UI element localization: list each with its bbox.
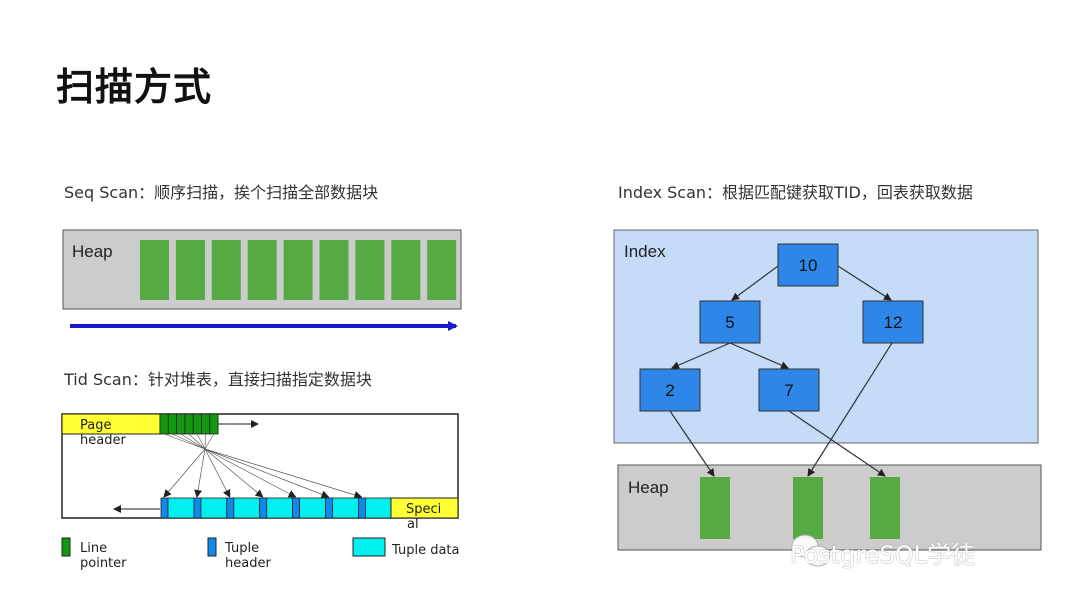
tuple-data <box>299 497 326 519</box>
pointer-arrow <box>163 448 206 498</box>
legend-label-tuple-header-2: header <box>225 556 271 571</box>
pointer-arrow <box>204 448 330 499</box>
heap-block <box>175 240 205 300</box>
tuple-header <box>160 497 169 519</box>
index-scan-caption: Index Scan：根据匹配键获取TID，回表获取数据 <box>618 183 973 202</box>
pointer-arrow <box>204 448 231 498</box>
tuple-data <box>233 497 261 519</box>
pointer-fan <box>180 433 206 450</box>
special-label-2: al <box>407 517 419 532</box>
node-value: 12 <box>884 313 903 332</box>
tuple-header <box>357 497 366 519</box>
heap-block <box>247 240 277 300</box>
line-pointer <box>159 413 169 435</box>
tree-node-5: 5 <box>699 300 761 344</box>
heap-block <box>319 240 349 300</box>
node-value: 7 <box>784 381 793 400</box>
pointer-arrow <box>204 448 264 498</box>
tree-node-7: 7 <box>758 368 820 412</box>
wechat-icon <box>791 534 831 567</box>
tuple-header <box>259 497 268 519</box>
tuple-data <box>200 497 228 519</box>
pointer-fan <box>204 433 215 450</box>
tuple-data <box>266 497 294 519</box>
tree-nodes: 10 5 12 2 7 <box>639 243 924 412</box>
tree-node-12: 12 <box>862 300 924 344</box>
page-header-label: Page <box>80 418 111 433</box>
legend-swatch-tuple-header <box>207 537 217 557</box>
tuple-header <box>325 497 333 519</box>
line-pointer <box>184 413 194 435</box>
index-heap-label: Heap <box>628 478 669 497</box>
page-header-label-2: header <box>80 433 126 448</box>
heap-block <box>870 477 900 539</box>
index-heap: Heap <box>617 464 1042 551</box>
legend-swatch-line-pointer <box>61 537 71 557</box>
heap-block <box>793 477 823 539</box>
heap-block <box>391 240 421 300</box>
pointer-fan <box>188 433 206 450</box>
line-pointer <box>209 413 219 435</box>
node-value: 10 <box>799 256 818 275</box>
node-value: 2 <box>665 381 674 400</box>
line-pointer <box>192 413 202 435</box>
legend-label-tuple-header: Tuple <box>224 541 259 556</box>
pointer-arrow <box>204 448 363 499</box>
pointer-fan <box>196 433 206 450</box>
legend-swatch-tuple-data <box>352 537 386 557</box>
heap-block <box>211 240 241 300</box>
line-pointer <box>201 413 211 435</box>
seq-heap: Heap <box>62 229 462 310</box>
tid-page: Page header Speci al <box>61 413 459 532</box>
seq-heap-label: Heap <box>72 242 113 261</box>
heap-block <box>427 240 457 300</box>
pointer-arrow <box>204 448 297 498</box>
tuple-header <box>292 497 301 519</box>
watermark: PostgreSQL学徒 <box>790 541 976 569</box>
heap-block <box>700 477 730 539</box>
tuple-header <box>226 497 235 519</box>
line-pointer <box>176 413 186 435</box>
legend-label-tuple-data: Tuple data <box>391 543 459 558</box>
node-value: 5 <box>725 313 734 332</box>
legend-label-line-pointer-2: pointer <box>80 556 127 571</box>
tuple-data <box>167 497 195 519</box>
pointer-arrow <box>194 448 206 498</box>
slide-title: 扫描方式 <box>56 65 213 109</box>
legend-label-line-pointer: Line <box>80 541 107 556</box>
special-block <box>390 497 459 519</box>
pointer-fan <box>204 433 206 450</box>
tree-node-2: 2 <box>639 368 701 412</box>
tuple-data <box>364 497 392 519</box>
pointer-fan <box>163 433 206 450</box>
index-label: Index <box>624 242 666 261</box>
line-pointer <box>167 413 178 435</box>
tuple-data <box>332 497 359 519</box>
tid-legend: Line pointer Tuple header Tuple data <box>61 537 459 571</box>
tree-node-10: 10 <box>777 243 839 287</box>
tuple-header <box>193 497 202 519</box>
tree-edges <box>669 265 893 477</box>
heap-block <box>140 240 169 300</box>
pointer-fan <box>172 433 206 450</box>
seq-scan-caption: Seq Scan：顺序扫描，挨个扫描全部数据块 <box>64 183 379 202</box>
heap-block <box>355 240 385 300</box>
special-label: Speci <box>406 502 441 517</box>
tid-scan-caption: Tid Scan：针对堆表，直接扫描指定数据块 <box>64 370 372 389</box>
heap-block <box>283 240 313 300</box>
